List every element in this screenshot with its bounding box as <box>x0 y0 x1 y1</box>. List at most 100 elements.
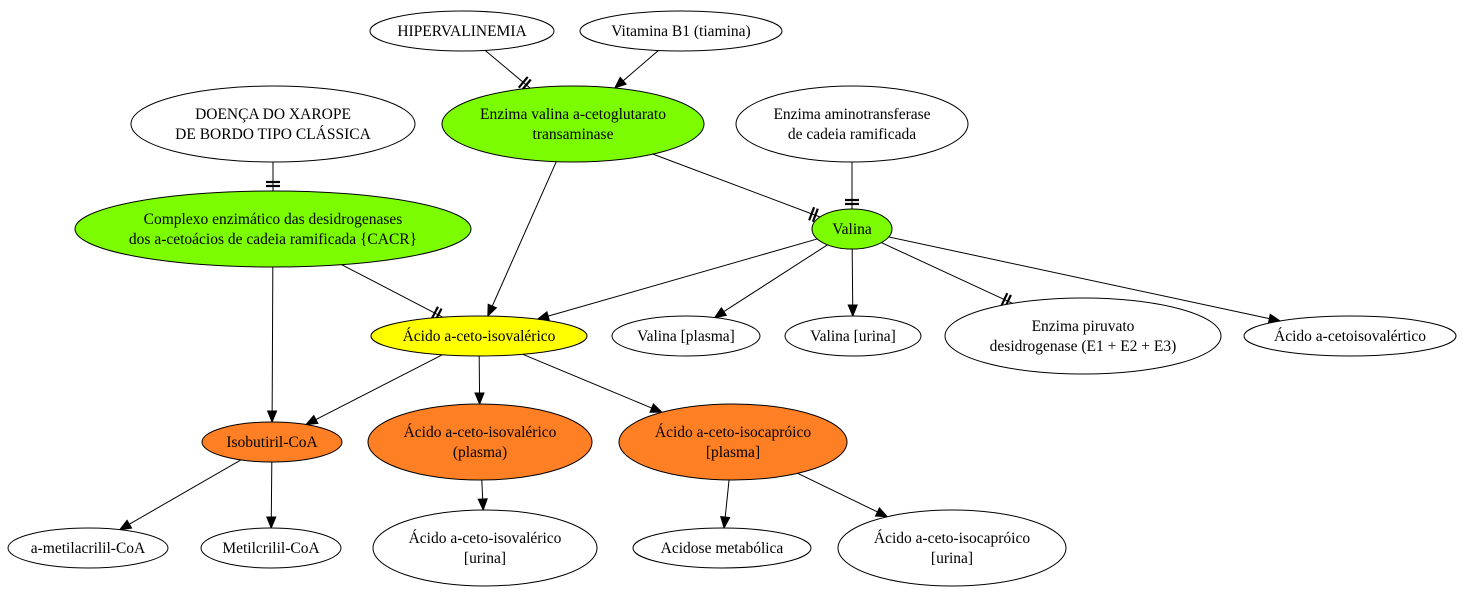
node-shape <box>1243 315 1457 357</box>
node-label-line: (plasma) <box>453 444 507 461</box>
node-label-line: Ácido a-ceto-isovalérico <box>404 424 557 441</box>
edge-isobutiril-coa-to-metilacrilil-coa <box>118 459 242 531</box>
node-label-line: dos a-cetoácios de cadeia ramificada {CA… <box>129 231 417 248</box>
node-complexo-cacr: Complexo enzimático das desidrogenases do… <box>74 190 472 268</box>
node-label-line: transaminase <box>533 126 614 143</box>
edge-complexo-cacr-to-acido-ceto-isovalerico <box>341 264 443 322</box>
edge-line <box>724 479 730 518</box>
edge-line <box>888 236 1270 320</box>
arrow-head <box>477 498 488 512</box>
arrow-head <box>847 304 858 318</box>
node-label-line: DE BORDO TIPO CLÁSSICA <box>175 126 371 143</box>
node-acido-isocaproico-plasma: Ácido a-ceto-isocapróico [plasma] <box>618 403 848 481</box>
node-label-line: [plasma] <box>706 444 760 461</box>
node-enzima-piruvato: Enzima piruvato desidrogenase (E1 + E2 + … <box>944 297 1222 375</box>
arrow-head <box>874 507 889 518</box>
edge-enzima-aminotransferase-to-valina <box>845 162 859 209</box>
node-isobutiril-coa: Isobutiril-CoA <box>201 421 343 463</box>
edge-acido-ceto-isovalerico-to-acido-isocaproico-plasma <box>522 353 664 413</box>
node-metilcrilil-coa: Metilcrilil-CoA <box>200 527 342 569</box>
edge-enzima-valina-transaminase-to-acido-ceto-isovalerico <box>487 161 557 318</box>
edge-line <box>481 479 484 500</box>
edge-line <box>341 264 443 318</box>
node-shape <box>74 190 472 268</box>
edge-line <box>797 472 878 513</box>
inhibition-mark <box>1000 292 1009 307</box>
node-shape <box>441 85 705 163</box>
edge-line <box>723 244 828 313</box>
node-acido-isovalerico-urina: Ácido a-ceto-isovalérico[urina] <box>372 509 598 587</box>
edge-valina-to-enzima-piruvato <box>881 242 1013 309</box>
node-acido-ceto-isovalerico: Ácido a-ceto-isovalérico <box>370 315 588 357</box>
node-acidose-metabolica: Acidose metabólica <box>632 527 812 569</box>
node-label-line: Valina [urina] <box>810 328 896 345</box>
edge-line <box>652 153 821 218</box>
node-hipervalinemia: HIPERVALINEMIA <box>369 10 555 52</box>
edge-line <box>622 50 659 82</box>
edge-line <box>129 459 242 525</box>
node-label-line: Enzima aminotransferase <box>773 106 930 123</box>
edge-valina-to-valina-urina <box>847 248 858 318</box>
node-acido-cetoisovalertico: Ácido a-cetoisovalértico <box>1243 315 1457 357</box>
arrow-head <box>304 414 319 426</box>
node-shape <box>837 509 1067 587</box>
arrow-head <box>266 410 278 424</box>
node-shape <box>369 10 555 52</box>
node-label-line: a-metilacrilil-CoA <box>31 540 146 557</box>
edge-acido-isocaproico-plasma-to-acidose-metabolica <box>720 479 731 530</box>
edge-line <box>491 161 557 307</box>
edge-acido-isocaproico-plasma-to-acido-isocaproico-urina <box>797 472 889 518</box>
inhibition-mark <box>808 206 816 221</box>
node-shape <box>7 527 169 569</box>
node-shape <box>201 421 343 463</box>
nodes-layer: HIPERVALINEMIA Vitamina B1 (tiamina) Enzim… <box>7 10 1457 587</box>
arrow-head <box>613 76 627 89</box>
node-enzima-valina-transaminase: Enzima valina a-cetoglutarato transaminas… <box>441 85 705 163</box>
edge-line <box>271 266 274 412</box>
node-shape <box>735 85 969 163</box>
node-metilacrilil-coa: a-metilacrilil-CoA <box>7 527 169 569</box>
node-shape <box>618 403 848 481</box>
arrow-head <box>266 516 277 530</box>
node-shape <box>811 208 893 250</box>
node-label-line: Valina [plasma] <box>637 328 735 345</box>
arrow-head <box>118 519 133 531</box>
edge-valina-to-acido-ceto-isovalerico <box>536 238 818 322</box>
inhibition-mark <box>811 208 819 223</box>
node-shape <box>632 527 812 569</box>
node-label-line: Isobutiril-CoA <box>226 434 318 451</box>
node-label-line: Ácido a-cetoisovalértico <box>1274 328 1426 345</box>
node-shape <box>367 403 593 481</box>
arrow-head <box>713 306 728 319</box>
node-shape <box>784 315 922 357</box>
edge-isobutiril-coa-to-metilcrilil-coa <box>266 461 277 530</box>
node-label-line: Enzima valina a-cetoglutarato <box>480 106 666 123</box>
edge-line <box>851 248 854 306</box>
node-label-line: desidrogenase (E1 + E2 + E3) <box>990 338 1177 355</box>
node-valina-plasma: Valina [plasma] <box>611 315 761 357</box>
node-label-line: Enzima piruvato <box>1032 318 1135 335</box>
inhibition-mark <box>517 76 529 89</box>
node-valina-urina: Valina [urina] <box>784 315 922 357</box>
node-label-line: Complexo enzimático das desidrogenases <box>144 211 403 228</box>
edge-line <box>315 354 443 420</box>
node-label-line: Vitamina B1 (tiamina) <box>611 23 750 40</box>
node-label-line: Acidose metabólica <box>661 540 784 557</box>
arrow-head <box>474 392 485 406</box>
node-label-line: Ácido a-ceto-isocapróico <box>874 530 1030 547</box>
node-shape <box>370 315 588 357</box>
node-label-line: [urina] <box>931 550 973 567</box>
edge-doenca-xarope-to-complexo-cacr <box>266 162 280 191</box>
edge-enzima-valina-transaminase-to-valina <box>652 153 821 223</box>
node-valina: Valina <box>811 208 893 250</box>
node-label-line: Valina <box>832 221 872 238</box>
node-label-line: Metilcrilil-CoA <box>222 540 320 557</box>
node-shape <box>372 509 598 587</box>
node-acido-isovalerico-plasma: Ácido a-ceto-isovalérico (plasma) <box>367 403 593 481</box>
inhibition-mark <box>430 306 439 320</box>
node-label-line: Ácido a-ceto-isocapróico <box>655 424 811 441</box>
node-shape <box>200 527 342 569</box>
